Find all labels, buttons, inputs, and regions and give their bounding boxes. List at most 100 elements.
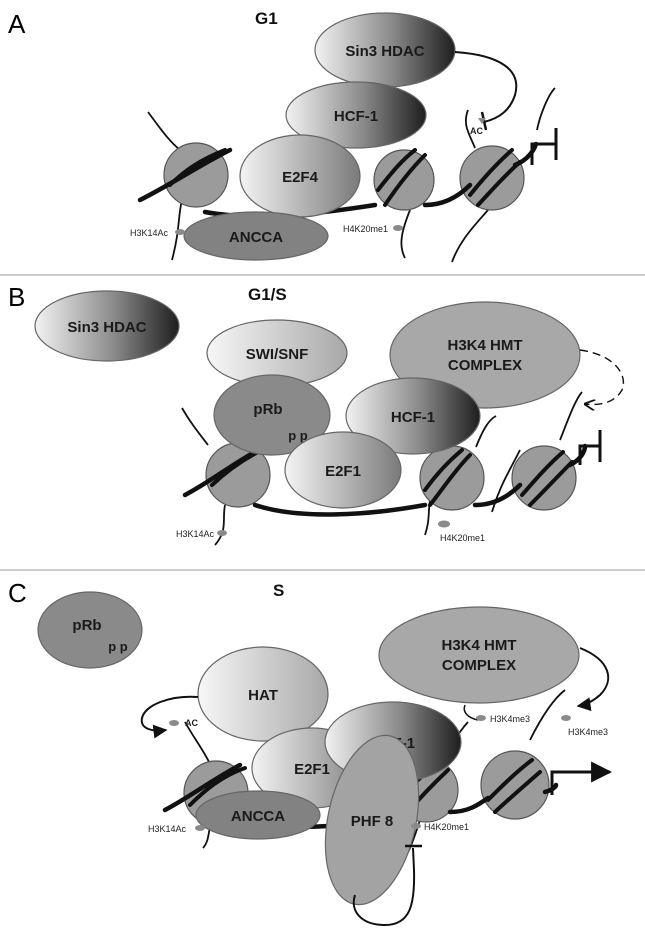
- dna-wrap: [428, 453, 472, 507]
- histone-tail: [181, 407, 209, 446]
- histone-tail: [559, 391, 583, 441]
- h3k14ac-mark-icon: [175, 229, 185, 235]
- h3k4me3-label-b: H3K4me3: [568, 727, 608, 737]
- sin3-hdac-complex: [34, 290, 180, 362]
- ancca-complex: [195, 790, 321, 840]
- panel-a-letter: A: [8, 9, 26, 39]
- h4k20me1-label: H4K20me1: [440, 533, 485, 543]
- dna-strand: [162, 762, 243, 813]
- dna-wrap: [383, 153, 427, 207]
- transcription-arrow: [550, 761, 613, 795]
- histone-tail: [214, 504, 226, 546]
- h4k20me1-label: H4K20me1: [424, 822, 469, 832]
- h3k14ac-label: H3K14Ac: [130, 228, 169, 238]
- h3k4-hmt-label-line2: COMPLEX: [448, 357, 522, 374]
- ancca-complex: [183, 211, 329, 261]
- hcf1-complex: [285, 81, 427, 149]
- dna-wrap: [376, 148, 417, 192]
- ac-mark-icon: [169, 720, 179, 726]
- transcription-block: [530, 142, 556, 165]
- transcription-block: [578, 444, 600, 465]
- h3k14ac-mark-icon: [195, 825, 205, 831]
- h3k4me3-mark-icon: [476, 715, 486, 721]
- nucleosome: [511, 445, 577, 511]
- prb-label: pRb: [72, 617, 101, 634]
- dna-wrap: [486, 758, 534, 802]
- panel-c-letter: C: [8, 578, 27, 608]
- histone-tail: [147, 111, 181, 151]
- sin3-hdac-label: Sin3 HDAC: [67, 319, 146, 336]
- inhibition-arc: [454, 51, 518, 123]
- h4k20me1-label: H4K20me1: [343, 224, 388, 234]
- e2f1-label: E2F1: [294, 761, 330, 778]
- ancca-label: ANCCA: [231, 808, 285, 825]
- panel-c: C S pRb p p H3K4 HMT COMPLEX HAT E2F1: [8, 578, 613, 927]
- dashed-feedback-arc: [579, 349, 624, 404]
- hmt-methylation-arc: [463, 704, 479, 721]
- dna-wrap: [423, 448, 464, 492]
- panel-b-letter: B: [8, 282, 25, 312]
- panel-c-phase: S: [273, 581, 284, 600]
- histone-tail: [491, 449, 521, 513]
- histone-tail: [400, 209, 411, 259]
- ac-mark-icon: [478, 118, 486, 124]
- dna-strand: [422, 182, 473, 208]
- hcf1-label: HCF-1: [391, 409, 435, 426]
- ac-mark-label: AC: [470, 126, 483, 136]
- ac-mark-label: AC: [185, 718, 198, 728]
- prb-label: pRb: [253, 401, 282, 418]
- hcf1-complex: [345, 377, 481, 455]
- ancca-label: ANCCA: [229, 229, 283, 246]
- phf8-label: PHF 8: [351, 813, 394, 830]
- dna-strand: [252, 502, 428, 517]
- h4k20me1-mark-icon: [438, 520, 450, 528]
- prb-phospho-label: p p: [288, 428, 308, 443]
- panel-b: B G1/S Sin3 HDAC SWI/SNF H3K4 HMT COMPLE: [8, 282, 624, 546]
- h3k14ac-mark-icon: [217, 530, 227, 536]
- hat-complex: [197, 646, 329, 742]
- phf8-demethylation-loop: [352, 847, 416, 927]
- dna-strand: [472, 482, 523, 508]
- h3k4-hmt-label-line1: H3K4 HMT: [447, 337, 522, 354]
- h3k14ac-label: H3K14Ac: [176, 529, 215, 539]
- h3k4-hmt-complex: [378, 606, 580, 704]
- swi-snf-label: SWI/SNF: [246, 346, 309, 363]
- prb-phospho-label: p p: [108, 639, 128, 654]
- prb-complex: [37, 591, 143, 669]
- dna-strand: [512, 141, 539, 168]
- hat-acetylation-arrow: [140, 695, 199, 739]
- h3k4me3-label-a: H3K4me3: [490, 714, 530, 724]
- panel-a: A G1 Sin3 HDAC HCF-1 E2F4 ANCCA: [8, 9, 558, 263]
- histone-tail: [451, 209, 489, 263]
- h3k4-hmt-label-line1: H3K4 HMT: [441, 637, 516, 654]
- histone-tail: [529, 689, 566, 741]
- dna-wrap: [468, 148, 514, 197]
- h3k4-hmt-label-line2: COMPLEX: [442, 657, 516, 674]
- e2f1-label: E2F1: [325, 463, 361, 480]
- prb-complex: [213, 374, 331, 456]
- h3k14ac-label: H3K14Ac: [148, 824, 187, 834]
- h4k20me1-mark-icon: [411, 823, 421, 829]
- nucleosome: [459, 145, 525, 211]
- hat-label: HAT: [248, 687, 278, 704]
- dna-wrap: [188, 766, 247, 807]
- dna-strand: [567, 443, 588, 468]
- e2f4-label: E2F4: [282, 169, 319, 186]
- sin3-hdac-label: Sin3 HDAC: [345, 43, 424, 60]
- dna-wrap: [493, 770, 542, 814]
- dna-wrap: [168, 148, 227, 187]
- e2f1-complex: [284, 431, 402, 509]
- dna-wrap: [520, 450, 565, 497]
- panel-b-phase: G1/S: [248, 285, 287, 304]
- histone-tail: [475, 415, 497, 448]
- histone-tail: [184, 721, 213, 769]
- panel-a-phase: G1: [255, 9, 278, 28]
- nucleosome: [480, 750, 550, 820]
- h3k4me3-mark-icon: [561, 715, 571, 721]
- hcf1-label: HCF-1: [334, 108, 378, 125]
- h4k20me1-mark-icon: [393, 225, 403, 231]
- histone-tail: [464, 109, 476, 149]
- dna-strand: [137, 147, 233, 203]
- dna-strand: [447, 795, 491, 815]
